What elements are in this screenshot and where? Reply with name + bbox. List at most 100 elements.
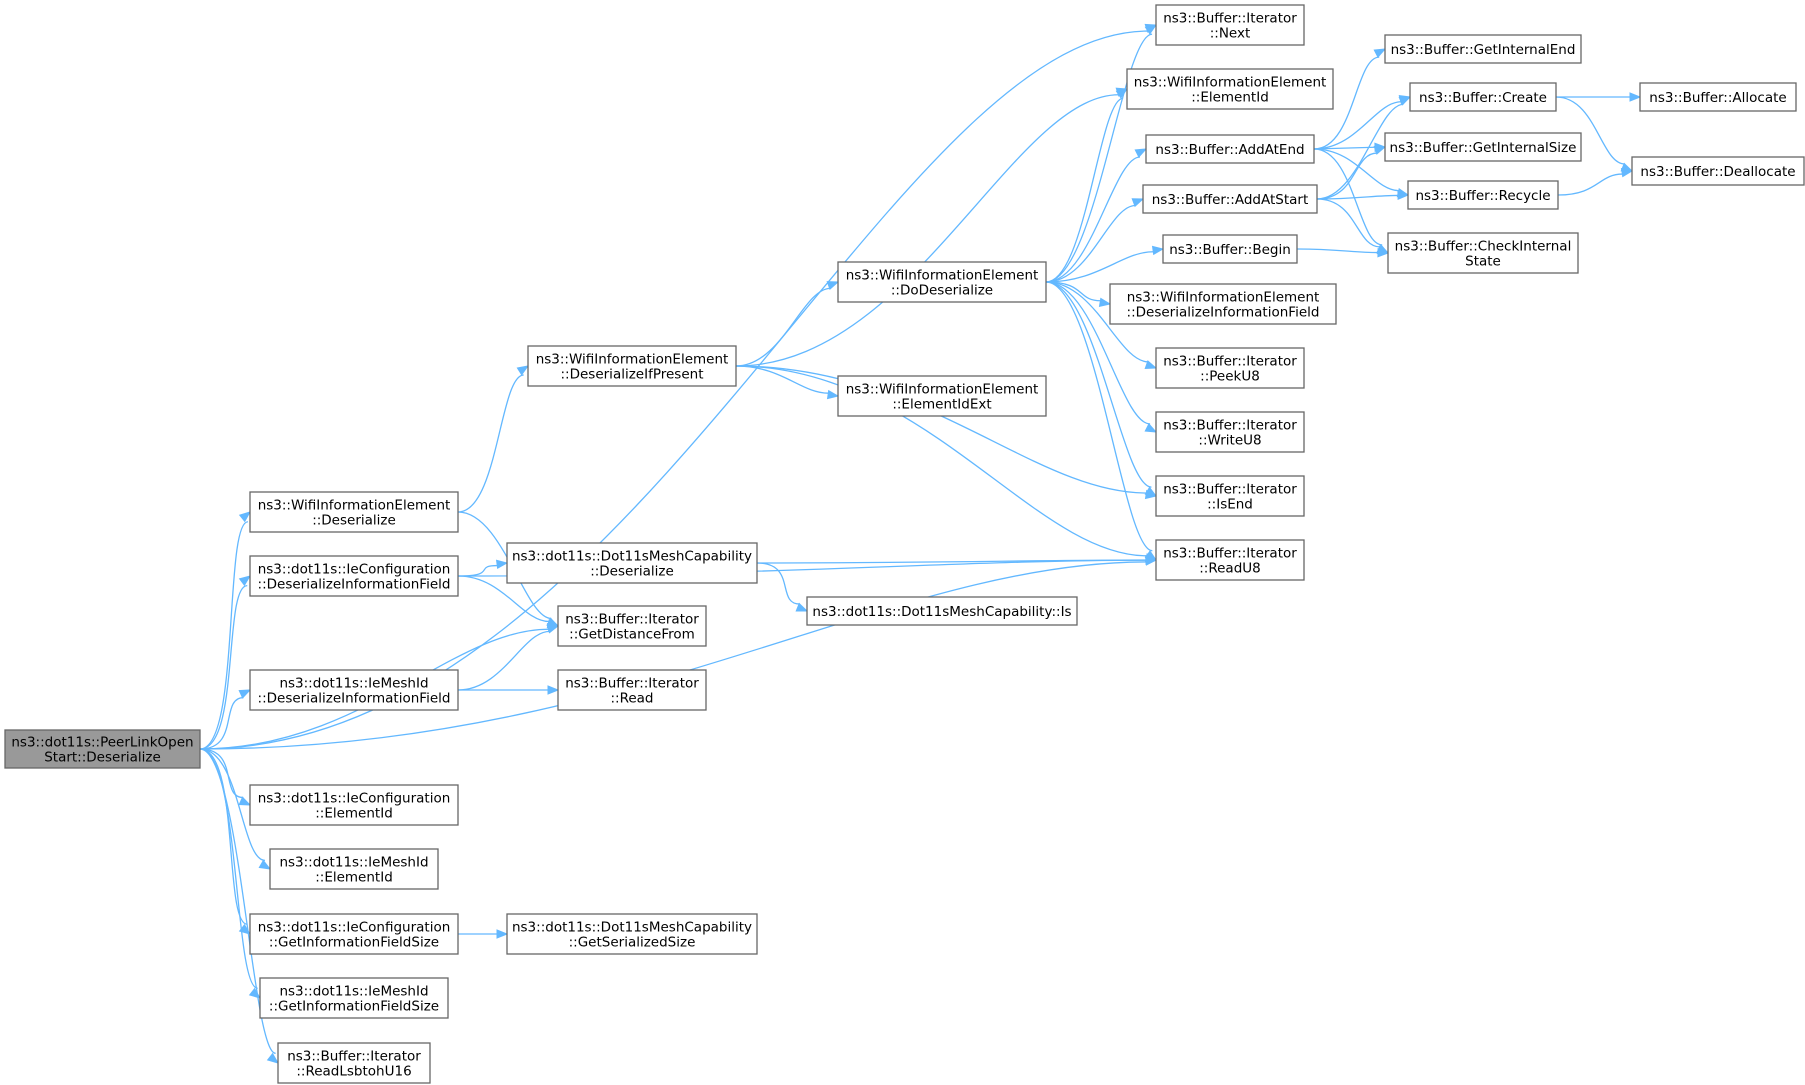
node-mcap_deser[interactable]: ns3::dot11s::Dot11sMeshCapability::Deser… <box>506 542 758 584</box>
node-label-line: ns3::Buffer::Iterator <box>1163 546 1297 562</box>
node-box <box>1109 283 1337 325</box>
node-buf_begin[interactable]: ns3::Buffer::Begin <box>1162 234 1298 264</box>
node-it_readlsb[interactable]: ns3::Buffer::Iterator::ReadLsbtohU16 <box>277 1042 431 1084</box>
edge-line <box>199 521 249 750</box>
edge-arrowhead <box>1377 248 1390 258</box>
node-wie_eid[interactable]: ns3::WifiInformationElement::ElementId <box>1126 68 1334 110</box>
edge-root-to-iemesh_eid <box>199 748 272 870</box>
node-buf_allocate[interactable]: ns3::Buffer::Allocate <box>1639 82 1797 112</box>
edge-buf_addatstart-to-buf_getinternalsize <box>1316 145 1387 200</box>
node-wie_deserialize[interactable]: ns3::WifiInformationElement::Deserialize <box>249 491 459 533</box>
edge-wie_dodeser-to-it_writeu8 <box>1045 281 1158 433</box>
node-label-line: ns3::Buffer::Deallocate <box>1640 164 1795 180</box>
node-label-line: ns3::Buffer::GetInternalSize <box>1390 140 1577 156</box>
node-wie_dip[interactable]: ns3::WifiInformationElement::Deserialize… <box>527 345 737 387</box>
edge-wie_dodeser-to-it_isend <box>1045 281 1158 497</box>
edge-arrowhead <box>258 859 272 870</box>
edge-mcap_deser-to-mcap_is <box>756 562 809 612</box>
node-box <box>1126 68 1334 110</box>
node-label-line: ns3::dot11s::IeConfiguration <box>258 920 451 936</box>
node-buf_getinternalsize[interactable]: ns3::Buffer::GetInternalSize <box>1384 132 1582 162</box>
node-buf_addatend[interactable]: ns3::Buffer::AddAtEnd <box>1145 134 1315 164</box>
edge-line <box>1045 33 1153 283</box>
edge-line <box>1313 101 1402 150</box>
node-label-line: ns3::dot11s::Dot11sMeshCapability <box>512 549 752 565</box>
edge-line <box>1045 204 1136 283</box>
node-iemesh_dif[interactable]: ns3::dot11s::IeMeshId::DeserializeInform… <box>249 669 459 711</box>
node-box <box>249 669 459 711</box>
node-iecfg_eid[interactable]: ns3::dot11s::IeConfiguration::ElementId <box>249 784 459 826</box>
node-label-line: ns3::WifiInformationElement <box>536 352 729 368</box>
edge-line <box>199 748 244 799</box>
node-buf_getinternalend[interactable]: ns3::Buffer::GetInternalEnd <box>1384 34 1582 64</box>
node-it_isend[interactable]: ns3::Buffer::Iterator::IsEnd <box>1155 475 1305 517</box>
node-label-line: ::PeekU8 <box>1200 369 1260 385</box>
edge-wie_deserialize-to-wie_dip <box>457 365 530 513</box>
node-it_next[interactable]: ns3::Buffer::Iterator::Next <box>1155 4 1305 46</box>
edge-arrowhead <box>1144 486 1158 497</box>
node-wie_dif[interactable]: ns3::WifiInformationElement::Deserialize… <box>1109 283 1337 325</box>
node-iemesh_eid[interactable]: ns3::dot11s::IeMeshId::ElementId <box>269 848 439 890</box>
edge-line <box>1555 96 1625 165</box>
node-it_peeku8[interactable]: ns3::Buffer::Iterator::PeekU8 <box>1155 347 1305 389</box>
node-label-line: ns3::Buffer::Iterator <box>1163 11 1297 27</box>
node-mcap_gss[interactable]: ns3::dot11s::Dot11sMeshCapability::GetSe… <box>506 913 758 955</box>
edge-arrowhead <box>1151 245 1165 256</box>
node-label-line: ns3::dot11s::IeConfiguration <box>258 791 451 807</box>
edge-arrowhead <box>1373 48 1387 59</box>
node-buf_recycle[interactable]: ns3::Buffer::Recycle <box>1407 180 1559 210</box>
node-label-line: ns3::WifiInformationElement <box>1134 75 1327 91</box>
edge-line <box>199 748 266 862</box>
node-box <box>806 596 1078 626</box>
edge-arrowhead <box>496 929 509 939</box>
node-it_read[interactable]: ns3::Buffer::Iterator::Read <box>557 669 707 711</box>
edge-line <box>1045 281 1151 425</box>
node-wie_dodeser[interactable]: ns3::WifiInformationElement::DoDeseriali… <box>837 261 1047 303</box>
node-label-line: ns3::WifiInformationElement <box>258 498 451 514</box>
node-label-line: ns3::Buffer::GetInternalEnd <box>1391 42 1576 58</box>
node-iecfg_dif[interactable]: ns3::dot11s::IeConfiguration::Deserializ… <box>249 555 459 597</box>
node-buf_create[interactable]: ns3::Buffer::Create <box>1409 82 1557 112</box>
node-label-line: ns3::Buffer::Create <box>1419 90 1547 106</box>
node-wie_eidext[interactable]: ns3::WifiInformationElement::ElementIdEx… <box>837 375 1047 417</box>
edge-line <box>756 562 800 605</box>
node-iemesh_gifs[interactable]: ns3::dot11s::IeMeshId::GetInformationFie… <box>259 977 449 1019</box>
node-buf_deallocate[interactable]: ns3::Buffer::Deallocate <box>1631 156 1805 186</box>
node-root[interactable]: ns3::dot11s::PeerLinkOpenStart::Deserial… <box>4 729 201 769</box>
node-box <box>837 375 1047 417</box>
node-mcap_is[interactable]: ns3::dot11s::Dot11sMeshCapability::Is <box>806 596 1078 626</box>
edge-line <box>199 748 248 925</box>
edge-line <box>1313 148 1383 246</box>
node-label-line: ns3::Buffer::Allocate <box>1649 90 1786 106</box>
node-label-line: ::GetInformationFieldSize <box>269 999 439 1015</box>
edge-arrowhead <box>547 685 560 695</box>
edge-arrowhead <box>1373 145 1387 155</box>
node-box <box>506 542 758 584</box>
node-iecfg_gifs[interactable]: ns3::dot11s::IeConfiguration::GetInforma… <box>249 913 459 955</box>
edge-line <box>1045 281 1152 488</box>
node-box <box>1407 180 1559 210</box>
node-box <box>1639 82 1797 112</box>
node-label-line: ::Read <box>610 691 653 707</box>
edge-arrowhead <box>516 365 530 376</box>
edge-arrowhead <box>1397 190 1410 200</box>
edge-arrowhead <box>1115 88 1129 99</box>
nodes-layer: ns3::dot11s::PeerLinkOpenStart::Deserial… <box>4 4 1805 1084</box>
node-label-line: ns3::dot11s::IeMeshId <box>279 676 428 692</box>
node-box <box>1155 347 1305 389</box>
node-it_writeu8[interactable]: ns3::Buffer::Iterator::WriteU8 <box>1155 411 1305 453</box>
edge-line <box>1045 281 1101 302</box>
node-label-line: ::GetSerializedSize <box>569 935 696 951</box>
node-it_getdist[interactable]: ns3::Buffer::Iterator::GetDistanceFrom <box>557 605 707 647</box>
node-box <box>1145 134 1315 164</box>
edge-root-to-iecfg_dif <box>199 575 252 750</box>
edge-buf_addatstart-to-buf_recycle <box>1316 190 1410 200</box>
node-label-line: ns3::Buffer::Begin <box>1169 242 1291 258</box>
edge-line <box>1313 148 1400 192</box>
node-box <box>1409 82 1557 112</box>
node-box <box>249 784 459 826</box>
node-it_readu8[interactable]: ns3::Buffer::Iterator::ReadU8 <box>1155 539 1305 581</box>
node-box <box>259 977 449 1019</box>
node-buf_addatstart[interactable]: ns3::Buffer::AddAtStart <box>1142 184 1318 214</box>
